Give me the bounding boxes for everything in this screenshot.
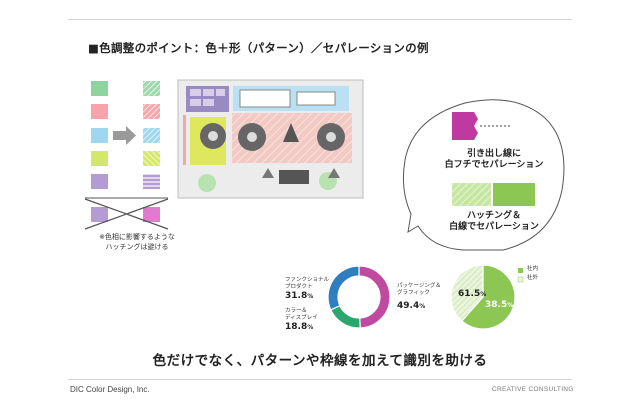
pkg-label-2: グラフィック (397, 290, 430, 296)
slide-title: ■色調整のポイント：色＋形（パターン）／セパレーションの例 (88, 41, 429, 55)
donut-label-functional: ファンクショナル プロダクト (285, 277, 329, 291)
pie-value-external: 61.5% (458, 289, 487, 299)
hatched-swatches (143, 81, 160, 222)
callout-line-4: 白線でセパレーション (449, 222, 539, 232)
top-divider (68, 19, 572, 20)
func-label-1: ファンクショナル (285, 277, 330, 283)
color-label-2: ディスプレイ (285, 315, 318, 321)
callout-bubble (403, 99, 565, 251)
pie-legend-external: 社外 (527, 275, 539, 281)
footer-tagline: CREATIVE CONSULTING (492, 386, 574, 393)
func-label-2: プロダクト (285, 284, 313, 290)
cross-out-icon (84, 198, 169, 230)
legend-swatch-external (517, 276, 524, 283)
donut-label-color: カラー＆ ディスプレイ (285, 308, 318, 322)
pie-legend-internal: 社内 (527, 266, 539, 272)
note-line-2: ハッチングは避ける (105, 243, 169, 251)
solid-swatches (91, 81, 108, 222)
donut-value-color: 18.8% (285, 322, 314, 332)
callout-line-1: 引き出し線に (466, 149, 521, 159)
arrow-right-icon (113, 126, 136, 145)
pie-value-internal: 38.5% (485, 300, 514, 310)
floor-map (177, 79, 364, 199)
donut-value-packaging: 49.4% (397, 301, 426, 311)
callout-line-2: 白フチでセパレーション (444, 160, 544, 170)
donut-slice-0 (327, 265, 360, 311)
pie-chart (450, 264, 516, 330)
note-line-1: ※色相に影響するような (99, 233, 175, 241)
footer-company: DIC Color Design, Inc. (70, 385, 150, 394)
donut-slice-2 (358, 265, 391, 329)
pie-slice-1 (450, 264, 484, 322)
donut-label-packaging: パッケージング＆ グラフィック (397, 283, 441, 297)
callout-line-3: ハッチング＆ (466, 211, 521, 221)
pie-slice-0 (460, 264, 516, 330)
donut-slice-1 (329, 304, 361, 329)
color-label-1: カラー＆ (285, 308, 308, 314)
pkg-label-1: パッケージング＆ (397, 283, 441, 289)
note-text: ※色相に影響するような ハッチングは避ける (87, 232, 187, 252)
callout-text-2: ハッチング＆ 白線でセパレーション (434, 211, 554, 233)
bottom-message: 色だけでなく、パターンや枠線を加えて識別を助ける (152, 353, 488, 369)
legend-swatch-internal (518, 268, 523, 273)
donut-chart (327, 265, 391, 329)
callout-text-1: 引き出し線に 白フチでセパレーション (434, 149, 554, 171)
donut-value-functional: 31.8% (285, 291, 314, 301)
bottom-divider (68, 379, 572, 380)
